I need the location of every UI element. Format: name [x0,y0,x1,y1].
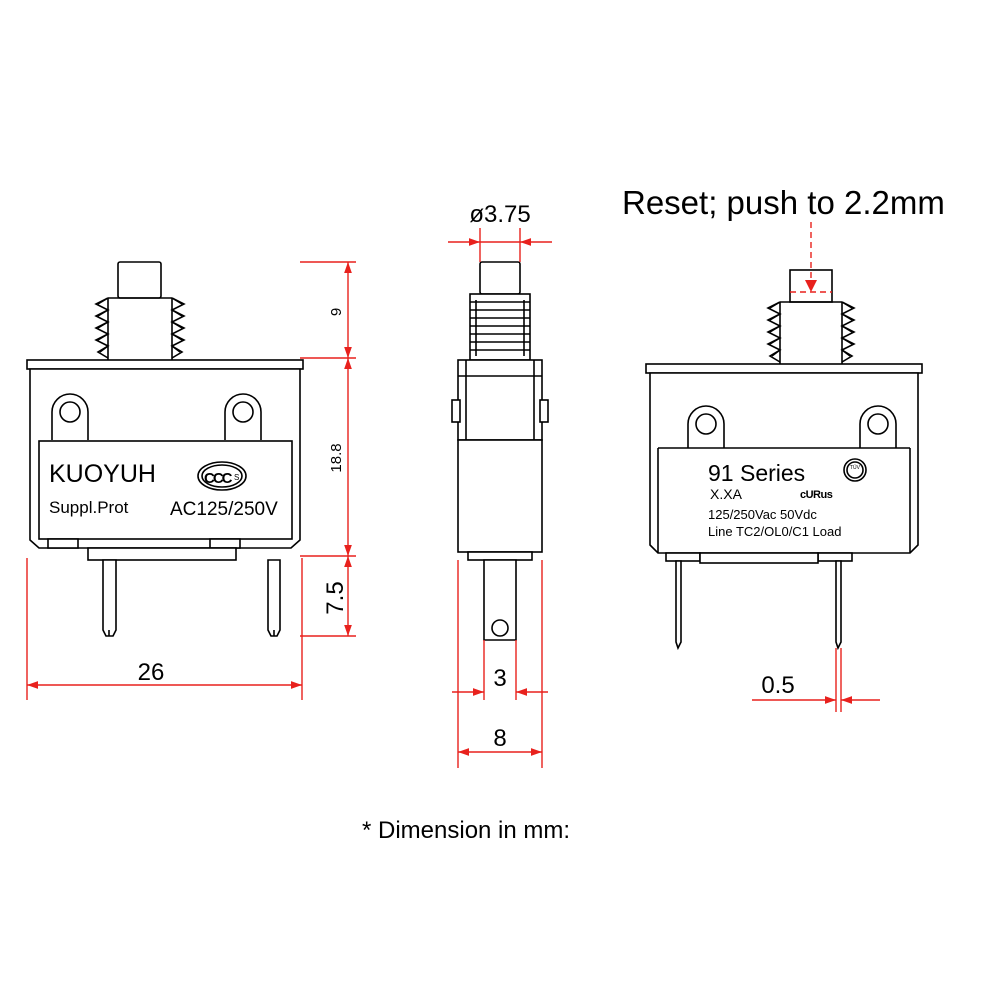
ccc-mark-icon: CCC S [197,461,247,491]
front-terminal-right [267,559,281,637]
front-base-left-foot [47,538,79,549]
dim-button-diameter: ø3.75 [469,201,530,228]
front-dimensions: 9 18.8 7.5 26 [26,261,356,700]
dim-body-height: 18.8 [328,443,345,472]
back-dimensions: 0.5 [752,648,880,712]
reset-note: Reset; push to 2.2mm [622,184,945,221]
back-terminals: Line TC2/OL0/C1 Load [708,524,841,539]
ul-mark-icon: cURus [800,489,833,501]
side-terminal-hole [491,619,509,637]
back-terminal-right [835,560,842,651]
front-thread [94,297,186,360]
back-base-right-foot [817,552,853,562]
dim-width: 26 [138,659,165,686]
side-upper-body [457,359,543,441]
side-terminal [483,559,517,641]
svg-text:CCC: CCC [204,470,233,487]
dim-terminal-width: 3 [493,665,506,692]
front-mounting-plate [26,359,304,370]
side-reset-button [479,261,521,295]
back-mounting-plate [645,363,923,374]
front-rating: AC125/250V [170,499,278,520]
back-base-center [699,552,819,564]
side-thread [469,293,531,361]
back-view: 91 Series X.XA 125/250Vac 50Vdc Line TC2… [645,222,923,651]
back-terminal-left [675,560,682,651]
front-base-right-foot [209,538,241,549]
back-model: X.XA [710,486,743,502]
front-reset-button [117,261,162,299]
front-brand: KUOYUH [49,460,156,488]
tuv-mark-icon: TÜV [843,458,867,482]
side-view [451,261,549,641]
svg-text:TÜV: TÜV [850,464,861,471]
dim-terminal-length: 7.5 [322,581,349,614]
svg-text:cURus: cURus [800,489,833,501]
front-base-center [87,547,237,561]
dim-depth: 8 [493,725,506,752]
side-thread-lines [470,300,530,356]
side-lower-body [457,439,543,553]
front-mounting-holes [51,393,262,440]
side-base [467,551,533,561]
front-view: KUOYUH Suppl.Prot AC125/250V CCC S [26,261,304,637]
front-terminal-left [102,559,117,637]
front-label [38,440,293,540]
back-mounting-holes [687,405,897,448]
dim-button-height: 9 [328,308,345,316]
dim-terminal-thickness: 0.5 [761,672,794,699]
back-rating: 125/250Vac 50Vdc [708,507,817,522]
footer-note: * Dimension in mm: [362,817,570,844]
side-dimensions: ø3.75 3 8 [448,201,552,768]
back-thread [766,301,856,364]
svg-text:S: S [234,473,239,482]
back-series: 91 Series [708,460,805,486]
front-subtitle: Suppl.Prot [49,498,129,517]
back-base-left-foot [665,552,701,562]
